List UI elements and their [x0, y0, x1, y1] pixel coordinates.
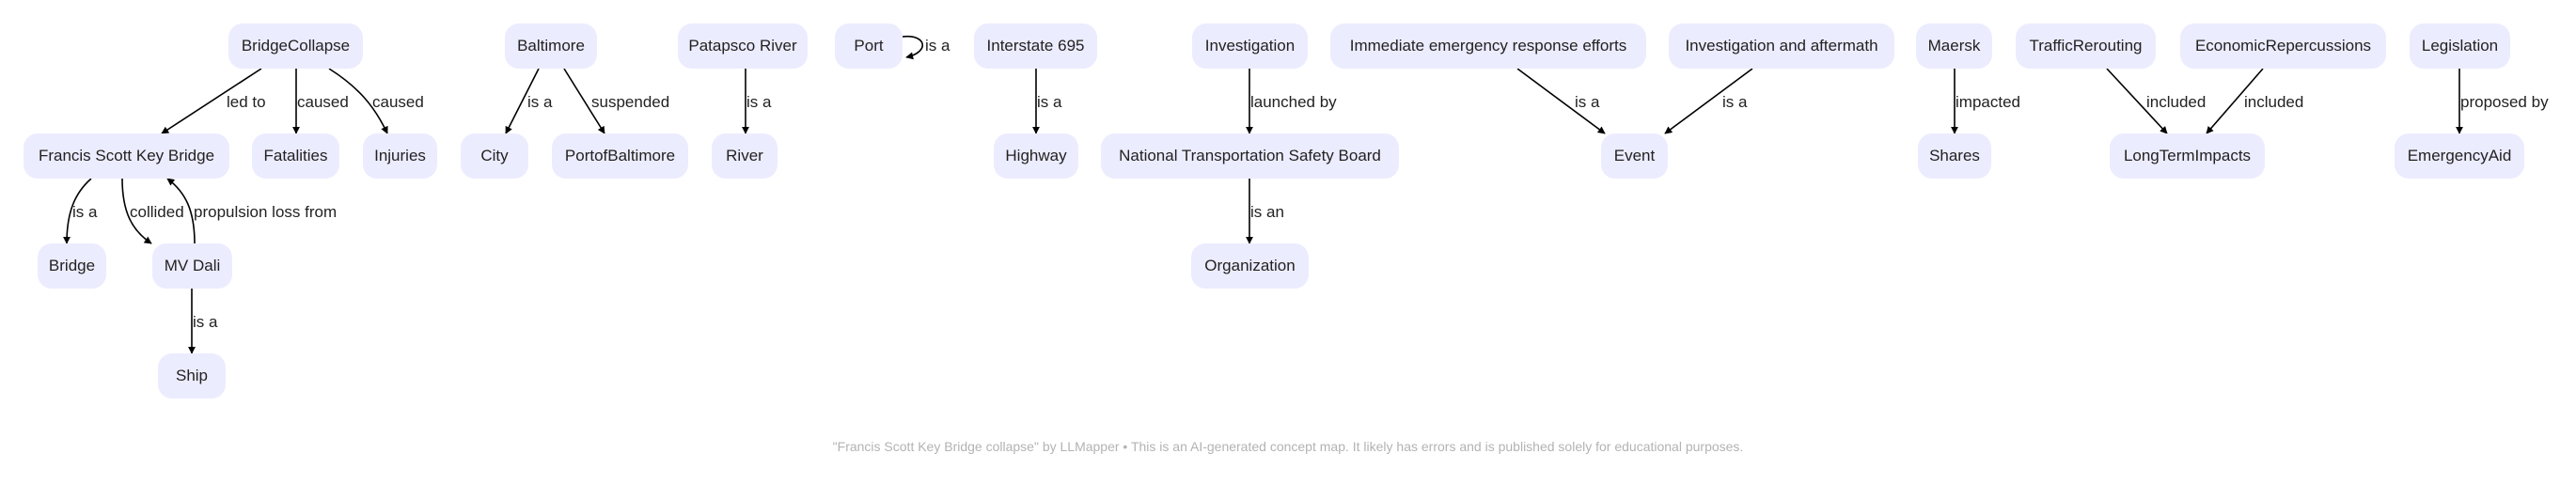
node-city[interactable]: City — [461, 133, 528, 179]
node-label: Shares — [1929, 147, 1980, 164]
edge-arrow — [902, 35, 924, 60]
node-bridgecollapse[interactable]: BridgeCollapse — [228, 23, 363, 69]
node-ship[interactable]: Ship — [158, 353, 226, 399]
edge-label: is a — [527, 93, 553, 111]
node-label: TrafficRerouting — [2029, 37, 2143, 55]
node-label: Port — [854, 37, 884, 55]
node-immediate[interactable]: Immediate emergency response efforts — [1330, 23, 1646, 69]
node-label: LongTermImpacts — [2123, 147, 2252, 164]
node-mvdali[interactable]: MV Dali — [152, 243, 232, 289]
edge-label: is a — [1575, 93, 1600, 111]
edge-label: suspended — [591, 93, 670, 111]
node-injuries[interactable]: Injuries — [363, 133, 437, 179]
node-label: PortofBaltimore — [564, 147, 676, 164]
node-investigationaftermath[interactable]: Investigation and aftermath — [1669, 23, 1894, 69]
node-label: Legislation — [2421, 37, 2499, 55]
node-label: EconomicRepercussions — [2194, 37, 2372, 55]
node-label: Immediate emergency response efforts — [1349, 37, 1627, 55]
edge-arrow — [63, 178, 92, 244]
node-label: Maersk — [1927, 37, 1981, 55]
node-label: Event — [1613, 147, 1656, 164]
edge-label: is a — [193, 313, 218, 331]
edge-arrow — [121, 178, 152, 244]
node-ntsb[interactable]: National Transportation Safety Board — [1101, 133, 1399, 179]
edge-arrow — [2206, 68, 2264, 134]
edge-label: caused — [297, 93, 349, 111]
node-longtermimpacts[interactable]: LongTermImpacts — [2110, 133, 2265, 179]
edge-label: is a — [746, 93, 772, 111]
node-fskb[interactable]: Francis Scott Key Bridge — [24, 133, 229, 179]
node-label: Highway — [1005, 147, 1067, 164]
node-label: Bridge — [48, 257, 96, 274]
node-label: City — [480, 147, 509, 164]
node-interstate695[interactable]: Interstate 695 — [974, 23, 1097, 69]
node-maersk[interactable]: Maersk — [1916, 23, 1992, 69]
node-legislation[interactable]: Legislation — [2410, 23, 2510, 69]
edge-arrow — [328, 68, 388, 134]
node-label: Fatalities — [263, 147, 328, 164]
node-label: Interstate 695 — [986, 37, 1085, 55]
node-label: Francis Scott Key Bridge — [38, 147, 215, 164]
edge-label: is a — [1722, 93, 1748, 111]
edge-arrow — [1664, 68, 1753, 134]
edge-arrow — [166, 178, 196, 244]
node-bridge[interactable]: Bridge — [38, 243, 106, 289]
node-emergencyaid[interactable]: EmergencyAid — [2395, 133, 2524, 179]
node-portofbaltimore[interactable]: PortofBaltimore — [552, 133, 688, 179]
node-label: Investigation — [1204, 37, 1296, 55]
edge-label: proposed by — [2460, 93, 2549, 111]
edge-label: led to — [227, 93, 266, 111]
node-fatalities[interactable]: Fatalities — [252, 133, 339, 179]
node-economicrepercussions[interactable]: EconomicRepercussions — [2180, 23, 2386, 69]
node-label: Ship — [175, 367, 209, 384]
node-event[interactable]: Event — [1601, 133, 1668, 179]
edge-label: impacted — [1956, 93, 2020, 111]
edge-arrow — [563, 68, 605, 134]
node-label: Organization — [1204, 257, 1296, 274]
node-label: EmergencyAid — [2407, 147, 2512, 164]
node-label: Investigation and aftermath — [1685, 37, 1878, 55]
edge-label: collided — [130, 203, 184, 221]
node-label: Injuries — [374, 147, 426, 164]
node-patapscoriver[interactable]: Patapsco River — [678, 23, 808, 69]
edge-arrow — [161, 68, 262, 134]
node-label: Patapsco River — [688, 37, 797, 55]
node-shares[interactable]: Shares — [1918, 133, 1991, 179]
edge-label: included — [2146, 93, 2207, 111]
node-label: Baltimore — [517, 37, 585, 55]
node-label: River — [726, 147, 763, 164]
node-highway[interactable]: Highway — [994, 133, 1078, 179]
node-label: BridgeCollapse — [241, 37, 351, 55]
edge-label: is a — [72, 203, 98, 221]
edge-label: propulsion loss from — [194, 203, 338, 221]
node-trafficrerouting[interactable]: TrafficRerouting — [2016, 23, 2156, 69]
node-river[interactable]: River — [712, 133, 778, 179]
edge-label: is an — [1250, 203, 1284, 221]
node-port[interactable]: Port — [835, 23, 903, 69]
edge-arrow — [2106, 68, 2168, 134]
footer-disclaimer: "Francis Scott Key Bridge collapse" by L… — [832, 439, 1744, 454]
edge-label: is a — [925, 37, 950, 55]
edge-arrow — [1516, 68, 1606, 134]
node-baltimore[interactable]: Baltimore — [505, 23, 597, 69]
node-investigation[interactable]: Investigation — [1192, 23, 1308, 69]
edge-arrow — [505, 68, 540, 134]
edge-label: included — [2244, 93, 2304, 111]
edge-label: launched by — [1250, 93, 1337, 111]
node-organization[interactable]: Organization — [1191, 243, 1309, 289]
edge-label: caused — [372, 93, 424, 111]
edge-label: is a — [1037, 93, 1062, 111]
node-label: MV Dali — [164, 257, 221, 274]
node-label: National Transportation Safety Board — [1119, 147, 1381, 164]
